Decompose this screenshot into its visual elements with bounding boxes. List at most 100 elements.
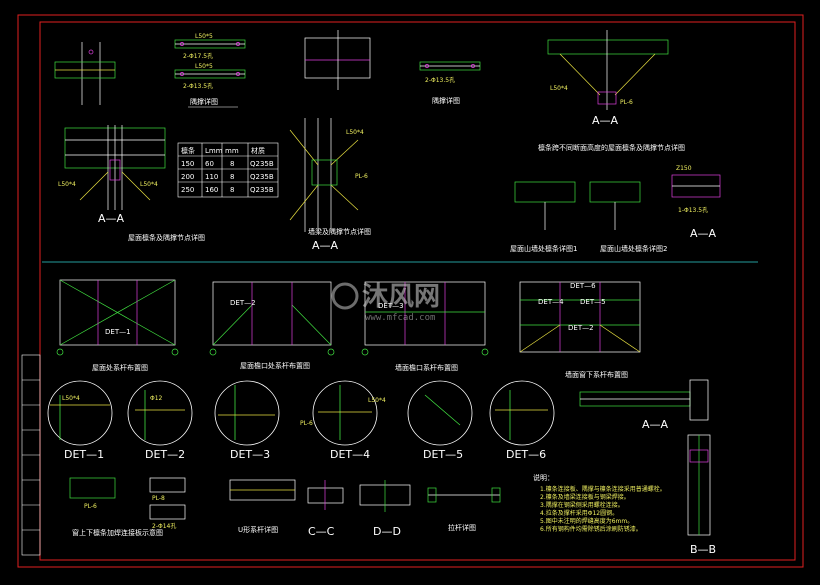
window-label-1: PL-6 [84,503,97,510]
table-header-3: mm [225,147,239,155]
inner-frame [39,21,796,561]
dd-label: D—D [373,525,401,538]
table-cell: 8 [230,186,234,194]
window-title: 窗上下檩条加焊连接板示意图 [72,528,163,537]
gable-label-1: Z150 [676,165,692,172]
table-header-1: 檩条 [181,146,195,155]
spacer-label-4: 2-Φ13.5孔 [183,82,213,90]
det-label-1: DET—1 [64,448,104,461]
spacer-label-3: L50*5 [195,63,213,70]
plan2-title: 屋面檐口处系杆布置图 [240,361,310,370]
watermark-brand: 沐风网 [362,282,440,312]
plan-2 [209,281,335,356]
notes-line: 6.所有钢构件均需除锈后涂刷防锈漆。 [540,525,642,533]
gable-details [514,174,721,230]
u-tie-detail [229,479,296,501]
table-cell: 8 [230,160,234,168]
table-cell: 250 [181,186,194,194]
table-cell: Q235B [250,186,274,194]
brace-title: 隅撑详图 [432,96,460,105]
spacer-detail [174,39,246,79]
plan3-label: DET—3 [378,302,404,310]
spacer-title: 隅撑详图 [190,97,218,106]
det-note-1: L50*4 [62,395,80,402]
aa-right-section: A—A [642,418,669,431]
det-label-6: DET—6 [506,448,546,461]
wall-label-1: L50*4 [346,129,364,136]
plan4-title: 墙面窗下系杆布置图 [565,370,628,379]
column-detail [54,42,116,105]
table-cell: 150 [181,160,194,168]
window-label-3: 2-Φ14孔 [152,522,176,530]
gable2-title: 屋面山墙处檩条详图2 [600,244,667,253]
det-note-4: L50*4 [368,397,386,404]
dd-detail [359,480,411,512]
title-strip [21,354,41,556]
roof-purlin-section: A—A [98,212,125,225]
notes-block: 说明： 1.檩条连接板、隅撑与檩条连接采用普通螺栓。 2.檩条及墙梁连接板与钢梁… [533,473,666,533]
plan4-label-2: DET—4 [538,298,564,306]
table-cell: 110 [205,173,218,181]
window-detail [69,477,186,520]
plan2-label: DET—2 [230,299,256,307]
wall-title: 墙梁及隅撑节点详图 [308,227,371,236]
gable1-title: 屋面山墙处檩条详图1 [510,244,577,253]
plan4-label-4: DET—2 [568,324,594,332]
plan-4 [519,281,641,353]
notes-line: 2.檩条及墙梁连接板与钢梁焊接。 [540,493,630,501]
gable-label-2: 1-Φ13.5孔 [678,206,708,214]
ridge-label-1: L50*4 [550,85,568,92]
bb-detail [687,434,711,536]
u-tie-title: U形系杆详图 [238,525,278,534]
window-label-2: PL-8 [152,495,165,502]
notes-line: 4.拉条及撑杆采用Φ12圆钢。 [540,509,618,517]
det-label-3: DET—3 [230,448,270,461]
table-header-4: 材质 [251,146,265,155]
det-note-3: PL-6 [300,420,313,427]
plan3-title: 墙面檐口系杆布置图 [395,363,458,372]
plan1-title: 屋面处系杆布置图 [92,363,148,372]
plan4-label-3: DET—5 [580,298,606,306]
ridge-node [547,30,669,110]
wall-beam-node [289,30,371,232]
roof-purlin-label-1: L50*4 [58,181,76,188]
notes-line: 3.隅撑在钢梁侧采用螺栓连接。 [540,501,624,509]
wall-label-2: PL-6 [355,173,368,180]
plan-3 [361,281,489,356]
table-cell: Q235B [250,173,274,181]
plan1-label: DET—1 [105,328,131,336]
table-cell: 160 [205,186,218,194]
table-cell: Q235B [250,160,274,168]
ridge-title: 檩条跨不同断面高度的屋面檩条及隅撑节点详图 [538,143,685,152]
table-header-2: Lmm [205,147,223,155]
cc-detail [307,480,344,510]
cc-label: C—C [308,525,335,538]
aa-detail-right [579,379,709,421]
notes-line: 5.图中未注明的焊缝高度为6mm。 [540,517,633,525]
tie-rod-title: 拉杆详图 [448,523,476,532]
spacer-label-2: 2-Φ17.5孔 [183,52,213,60]
plan4-label-1: DET—6 [570,282,596,290]
watermark: 沐风网 www.mfcad.com [331,282,440,323]
ridge-label-2: PL-6 [620,99,633,106]
brace-label: 2-Φ13.5孔 [425,76,455,84]
det-note-2: Φ12 [150,395,163,402]
roof-purlin-title: 屋面檩条及隅撑节点详图 [128,233,205,242]
purlin-table [177,142,279,198]
watermark-url: www.mfcad.com [365,313,435,323]
gable-section: A—A [690,227,717,240]
wall-section: A—A [312,239,339,252]
roof-purlin-node [64,125,166,210]
table-cell: 8 [230,173,234,181]
table-cell: 60 [205,160,214,168]
table-cell: 200 [181,173,194,181]
notes-line: 1.檩条连接板、隅撑与檩条连接采用普通螺栓。 [540,485,666,493]
roof-purlin-label-2: L50*4 [140,181,158,188]
ridge-section: A—A [592,114,619,127]
brace-detail [419,61,481,71]
tie-rod-detail [427,487,501,503]
bb-label: B—B [690,543,716,556]
det-label-4: DET—4 [330,448,370,461]
